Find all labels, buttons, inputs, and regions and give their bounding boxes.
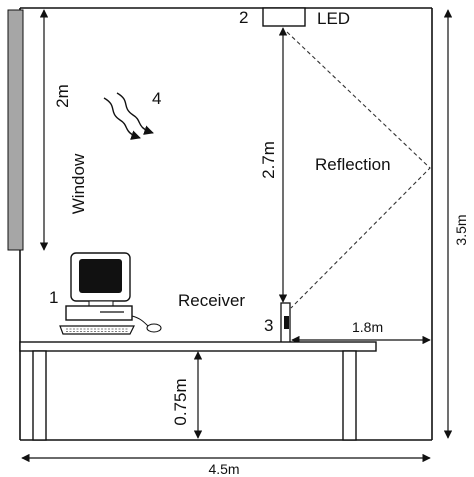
- monitor-stand: [88, 300, 114, 307]
- receiver-wall-distance-label: 1.8m: [352, 319, 383, 335]
- computer-number: 1: [49, 288, 58, 307]
- window-label: Window: [69, 153, 88, 214]
- room-width-label: 4.5m: [208, 461, 239, 477]
- monitor-screen: [79, 259, 122, 293]
- table-top: [19, 341, 377, 352]
- mouse: [146, 323, 162, 333]
- noise-number: 4: [152, 89, 161, 108]
- reflection-path: [286, 31, 431, 309]
- led-label: LED: [317, 9, 350, 28]
- table-leg-left: [32, 350, 47, 441]
- receiver-number: 3: [264, 316, 273, 335]
- window: [7, 9, 24, 251]
- window-height-label: 2m: [53, 84, 72, 108]
- table: [19, 341, 377, 441]
- keyboard: [59, 325, 135, 335]
- receiver-sensor: [284, 316, 289, 329]
- led-number: 2: [239, 8, 248, 27]
- room-walls: [19, 7, 433, 441]
- led-receiver-distance-label: 2.7m: [259, 141, 278, 179]
- receiver-label: Receiver: [178, 291, 245, 310]
- led-fixture: [262, 7, 306, 27]
- table-height-label: 0.75m: [171, 378, 190, 425]
- ambient-light-arrows: [103, 92, 154, 140]
- mouse-cable: [131, 315, 149, 327]
- table-leg-right: [342, 350, 357, 441]
- computer-base: [65, 305, 133, 321]
- reflection-label: Reflection: [315, 155, 391, 174]
- computer: [59, 252, 162, 335]
- room-height-label: 3.5m: [453, 214, 469, 245]
